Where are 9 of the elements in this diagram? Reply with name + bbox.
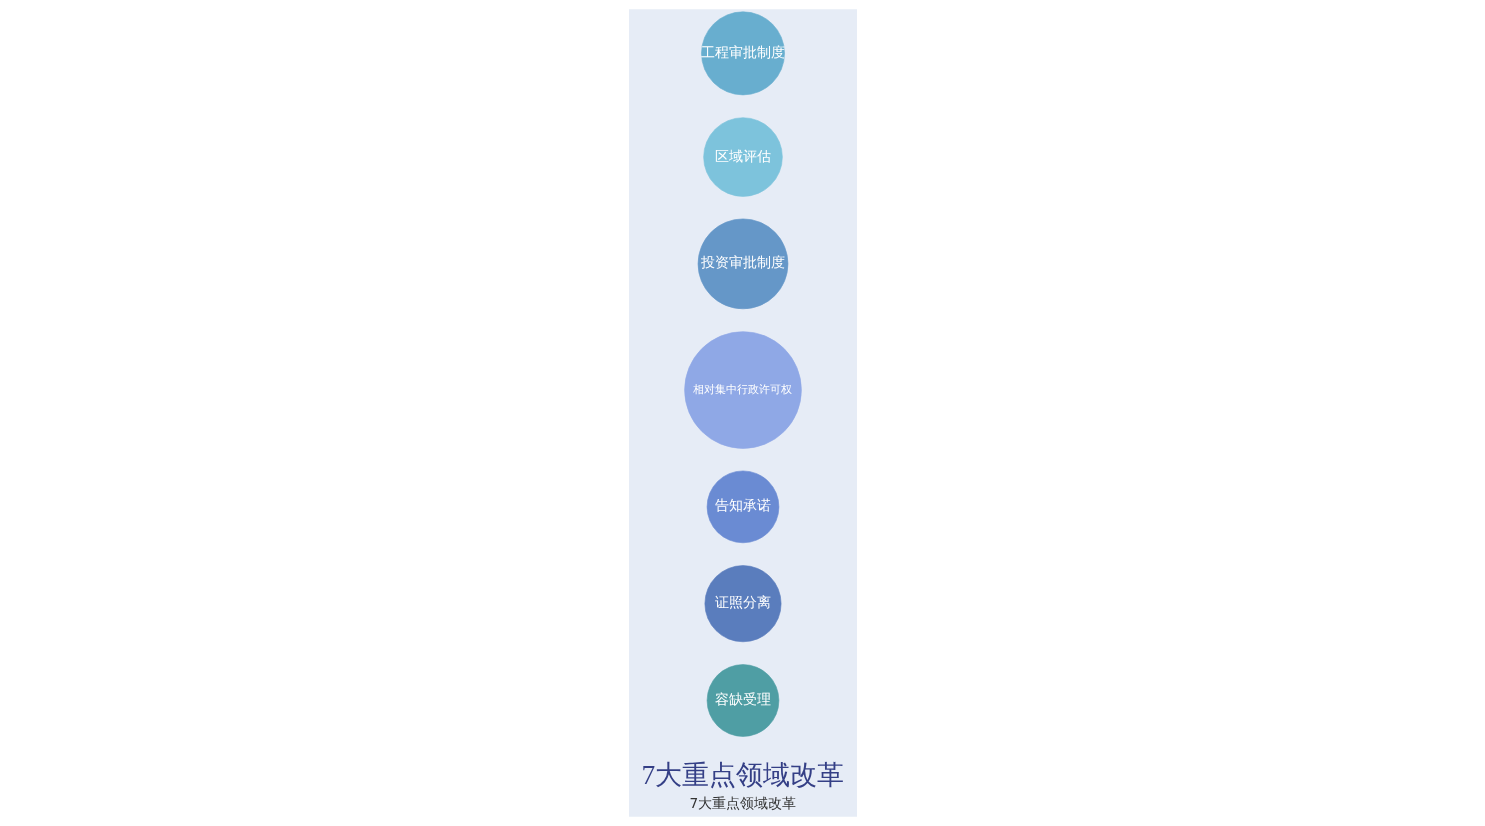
caption: 7大重点领域改革: [689, 794, 796, 811]
node-circle: 证照分离: [704, 565, 781, 643]
node-circle: 区域评估: [702, 117, 783, 197]
node-circle: 容缺受理: [706, 664, 779, 737]
diagram-title: 7大重点领域改革: [641, 759, 844, 790]
node-circle: 投资审批制度: [697, 218, 788, 310]
node-circle: 工程审批制度: [700, 11, 785, 96]
node-circle: 告知承诺: [706, 470, 779, 544]
node-circle: 相对集中行政许可权: [683, 331, 802, 449]
